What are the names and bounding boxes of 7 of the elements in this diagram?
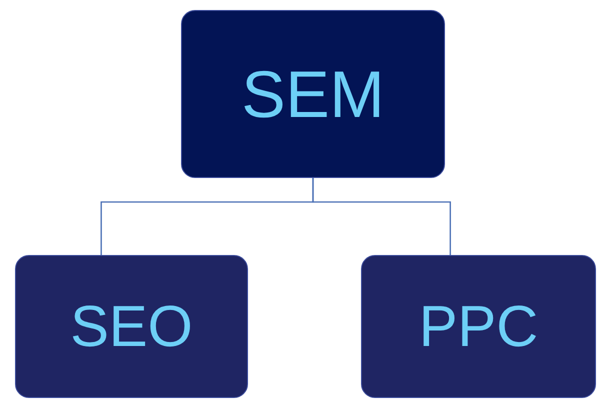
category-box	[181, 10, 445, 178]
category-box	[361, 255, 596, 398]
category-box	[15, 255, 248, 398]
node-label: SEM	[241, 56, 385, 132]
node-label: PPC	[418, 293, 538, 360]
node-label: SEO	[70, 293, 193, 360]
connector-line	[312, 178, 451, 255]
